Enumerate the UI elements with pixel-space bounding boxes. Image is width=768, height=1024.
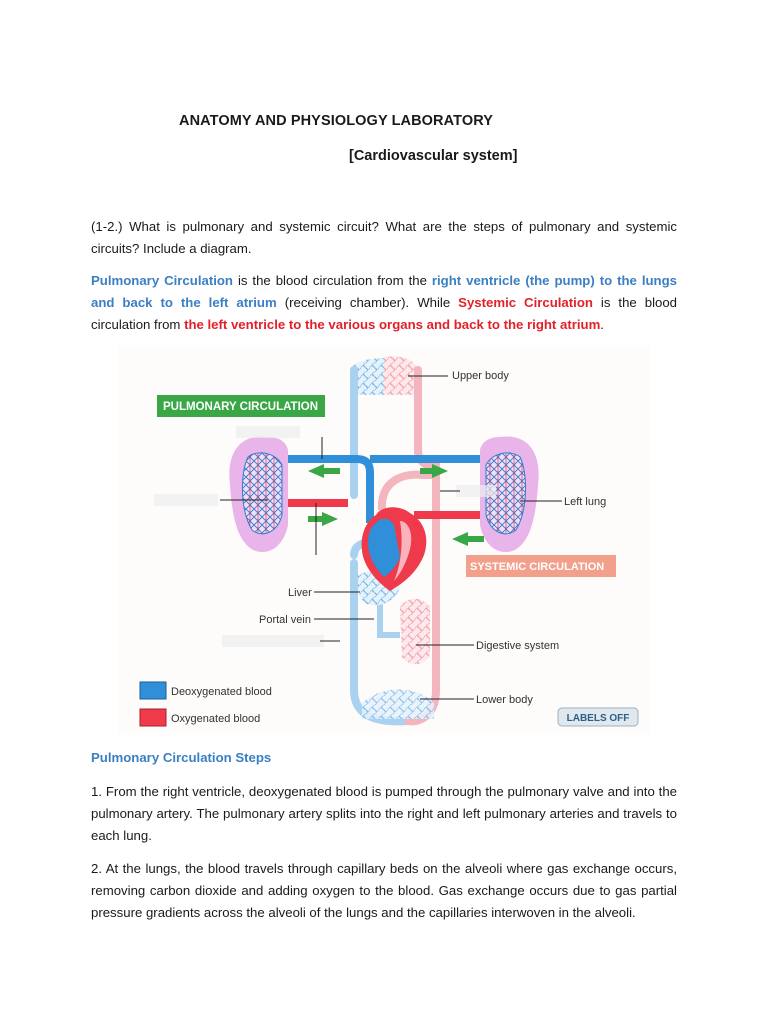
blank-label-box [222,635,324,647]
systemic-path-text: the left ventricle to the various organs… [184,317,601,332]
step-1-paragraph: 1. From the right ventricle, deoxygenate… [91,784,677,843]
liver-label: Liver [288,587,312,599]
systemic-circulation-label: SYSTEMIC CIRCULATION [470,561,604,573]
blank-label-box [456,485,496,497]
legend-deoxygenated-label: Deoxygenated blood [171,686,272,698]
lower-body-label: Lower body [476,694,533,706]
digestive-system-label: Digestive system [476,640,559,652]
heart-highlight [394,521,412,581]
step-2-paragraph: 2. At the lungs, the blood travels throu… [91,861,677,920]
blank-label-box [236,426,300,438]
circulation-diagram-svg: PULMONARY CIRCULATION SYSTEMIC CIRCULATI… [139,356,639,727]
systemic-circulation-term: Systemic Circulation [458,295,593,310]
definition-text: is the blood circulation from [91,295,678,332]
flow-arrows [308,464,484,546]
aortic-arch [377,470,436,511]
document-title: ANATOMY AND PHYSIOLOGY LABORATORY [179,113,494,129]
left-lung-capillaries [485,452,527,535]
upper-body-capillaries-pink [384,356,416,395]
arrow-right-icon [420,464,448,478]
arrow-right-icon [308,512,338,526]
descending-aorta [404,446,440,726]
pulmonary-trunk [344,455,374,523]
definition-paragraph: Pulmonary Circulation is the blood circu… [91,270,677,336]
pulmonary-circulation-term: Pulmonary Circulation [91,273,233,288]
lower-body-capillaries [362,689,434,719]
question-paragraph: (1-2.) What is pulmonary and systemic ci… [91,219,677,256]
upper-body-label: Upper body [452,370,509,382]
heart-right-side [368,518,400,577]
systemic-circulation-banner [466,555,616,577]
circulation-diagram: PULMONARY CIRCULATION SYSTEMIC CIRCULATI… [118,345,650,735]
legend-swatch-oxygenated [139,708,167,727]
digestive-capillaries [400,598,430,665]
legend-swatch-deoxygenated [139,681,167,700]
left-lung-label: Left lung [564,496,606,508]
pulmonary-circulation-label: PULMONARY CIRCULATION [163,401,318,413]
definition-text: is the blood circulation from the [232,273,432,288]
arrow-left-icon [308,464,340,478]
portal-vein-label: Portal vein [259,614,311,626]
labels-off-button[interactable]: LABELS OFF [557,707,639,727]
legend-oxygenated-label: Oxygenated blood [171,713,260,725]
portal-vein-vessel [377,603,400,638]
labels-off-label: LABELS OFF [567,713,630,724]
pulmonary-circulation-banner [157,395,325,417]
document-subtitle: [Cardiovascular system] [349,148,518,164]
steps-heading: Pulmonary Circulation Steps [91,750,272,765]
arrow-left-icon [452,532,484,546]
right-lung-capillaries [241,452,283,535]
leader-lines [220,375,562,700]
pulmonary-path-text: right ventricle (the pump) to the lungs … [91,273,677,310]
blank-label-box [154,494,218,506]
definition-text: . [600,317,604,332]
definition-text: (receiving chamber). While [276,295,459,310]
